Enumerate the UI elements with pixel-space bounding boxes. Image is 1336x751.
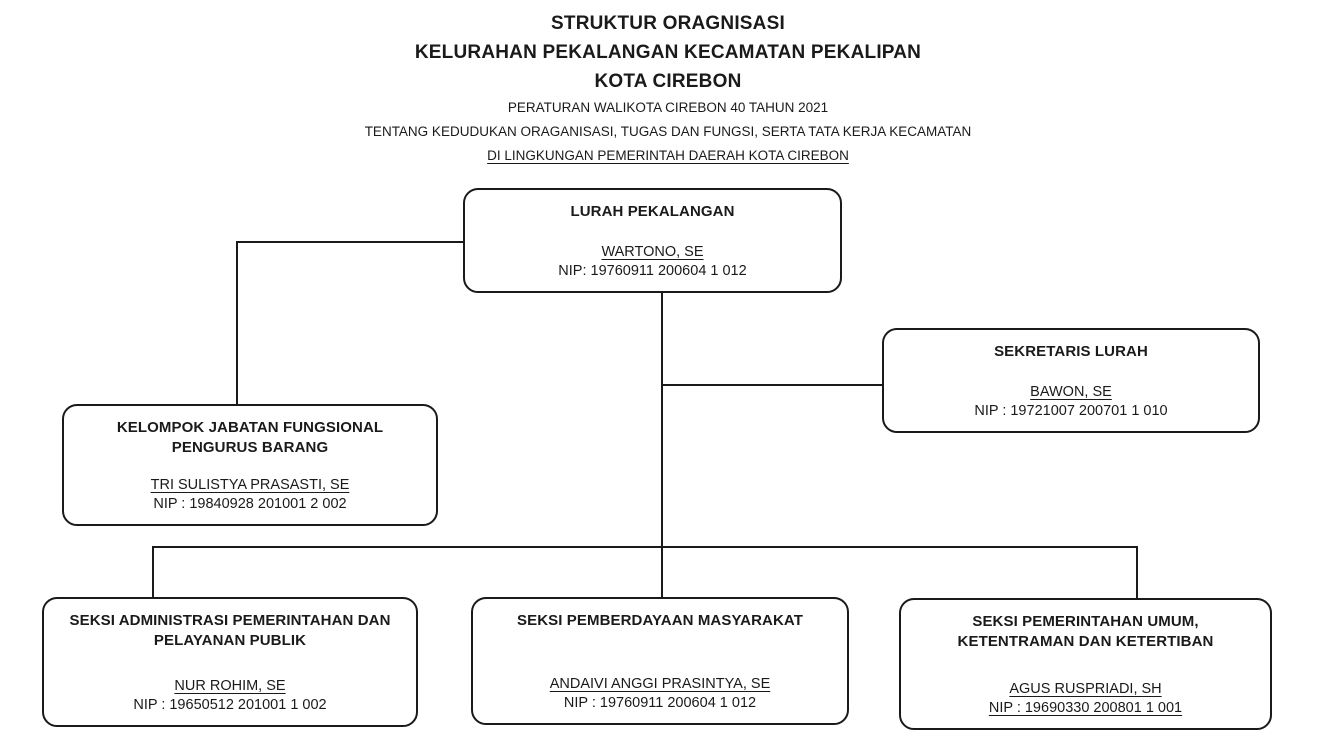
org-box-person: AGUS RUSPRIADI, SH NIP : 19690330 200801…	[989, 680, 1182, 718]
connector-sekretaris-horizontal	[661, 384, 883, 386]
org-box-title: SEKSI PEMERINTAHAN UMUM, KETENTRAMAN DAN…	[958, 612, 1214, 652]
person-name: TRI SULISTYA PRASASTI, SE	[150, 477, 350, 493]
person-nip: NIP : 19840928 201001 2 002	[153, 496, 347, 512]
person-nip: NIP : 19721007 200701 1 010	[974, 403, 1168, 419]
org-subtitle-line-2: TENTANG KEDUDUKAN ORAGANISASI, TUGAS DAN…	[364, 124, 972, 139]
connector-lurah-to-kelompok-horizontal	[237, 241, 464, 243]
person-name: WARTONO, SE	[601, 244, 704, 260]
org-box-title-line: SEKSI ADMINISTRASI PEMERINTAHAN DAN	[69, 612, 391, 629]
org-box-person: BAWON, SE NIP : 19721007 200701 1 010	[974, 383, 1167, 421]
org-box-title: SEKSI PEMBERDAYAAN MASYARAKAT	[517, 611, 803, 631]
person-nip: NIP: 19760911 200604 1 012	[558, 263, 747, 279]
org-box-seksi-pemerintahan-umum: SEKSI PEMERINTAHAN UMUM, KETENTRAMAN DAN…	[899, 598, 1272, 730]
org-box-title-line: SEKSI PEMERINTAHAN UMUM,	[972, 613, 1199, 630]
person-nip: NIP : 19690330 200801 1 001	[988, 700, 1183, 716]
org-box-title-line: KELOMPOK JABATAN FUNGSIONAL	[116, 419, 384, 436]
person-name: NUR ROHIM, SE	[174, 678, 286, 694]
org-title-line-2: KELURAHAN PEKALANGAN KECAMATAN PEKALIPAN	[414, 42, 922, 63]
org-box-person: WARTONO, SE NIP: 19760911 200604 1 012	[558, 243, 746, 281]
org-box-kelompok-jabatan-fungsional: KELOMPOK JABATAN FUNGSIONAL PENGURUS BAR…	[62, 404, 438, 526]
org-box-title-line: LURAH PEKALANGAN	[570, 203, 735, 220]
org-box-lurah-pekalangan: LURAH PEKALANGAN WARTONO, SE NIP: 197609…	[463, 188, 842, 293]
org-box-person: NUR ROHIM, SE NIP : 19650512 201001 1 00…	[133, 677, 326, 715]
org-box-title: KELOMPOK JABATAN FUNGSIONAL PENGURUS BAR…	[117, 418, 383, 458]
person-nip: NIP : 19760911 200604 1 012	[563, 695, 757, 711]
person-name: ANDAIVI ANGGI PRASINTYA, SE	[549, 676, 771, 692]
org-box-title-line: SEKSI PEMBERDAYAAN MASYARAKAT	[516, 612, 803, 629]
org-box-title-line: SEKRETARIS LURAH	[994, 343, 1148, 360]
connector-seksi-admin-drop	[152, 546, 154, 598]
connector-kelompok-vertical	[236, 241, 238, 405]
org-title-line-3: KOTA CIREBON	[594, 71, 742, 92]
connector-seksi-distribution-horizontal	[152, 546, 1138, 548]
org-box-title: SEKRETARIS LURAH	[994, 342, 1148, 362]
org-box-title-line: PENGURUS BARANG	[171, 439, 329, 456]
person-nip: NIP : 19650512 201001 1 002	[133, 697, 327, 713]
org-subtitle-line-1: PERATURAN WALIKOTA CIREBON 40 TAHUN 2021	[507, 100, 829, 115]
org-box-seksi-administrasi: SEKSI ADMINISTRASI PEMERINTAHAN DAN PELA…	[42, 597, 418, 727]
connector-main-trunk-vertical	[661, 292, 663, 598]
org-box-title-line: KETENTRAMAN DAN KETERTIBAN	[957, 633, 1214, 650]
person-name: BAWON, SE	[1030, 384, 1112, 400]
org-subtitle-line-3: DI LINGKUNGAN PEMERINTAH DAERAH KOTA CIR…	[487, 148, 849, 163]
connector-seksi-pemum-drop	[1136, 546, 1138, 599]
org-box-title: SEKSI ADMINISTRASI PEMERINTAHAN DAN PELA…	[69, 611, 390, 651]
org-box-person: TRI SULISTYA PRASASTI, SE NIP : 19840928…	[151, 476, 350, 514]
org-title-line-1: STRUKTUR ORAGNISASI	[551, 13, 785, 34]
org-box-title: LURAH PEKALANGAN	[570, 202, 734, 222]
chart-header: STRUKTUR ORAGNISASI KELURAHAN PEKALANGAN…	[0, 9, 1336, 168]
person-name: AGUS RUSPRIADI, SH	[1009, 681, 1162, 697]
org-box-person: ANDAIVI ANGGI PRASINTYA, SE NIP : 197609…	[550, 675, 771, 713]
org-box-seksi-pemberdayaan: SEKSI PEMBERDAYAAN MASYARAKAT ANDAIVI AN…	[471, 597, 849, 725]
org-box-title-line: PELAYANAN PUBLIK	[153, 632, 307, 649]
org-box-sekretaris-lurah: SEKRETARIS LURAH BAWON, SE NIP : 1972100…	[882, 328, 1260, 433]
